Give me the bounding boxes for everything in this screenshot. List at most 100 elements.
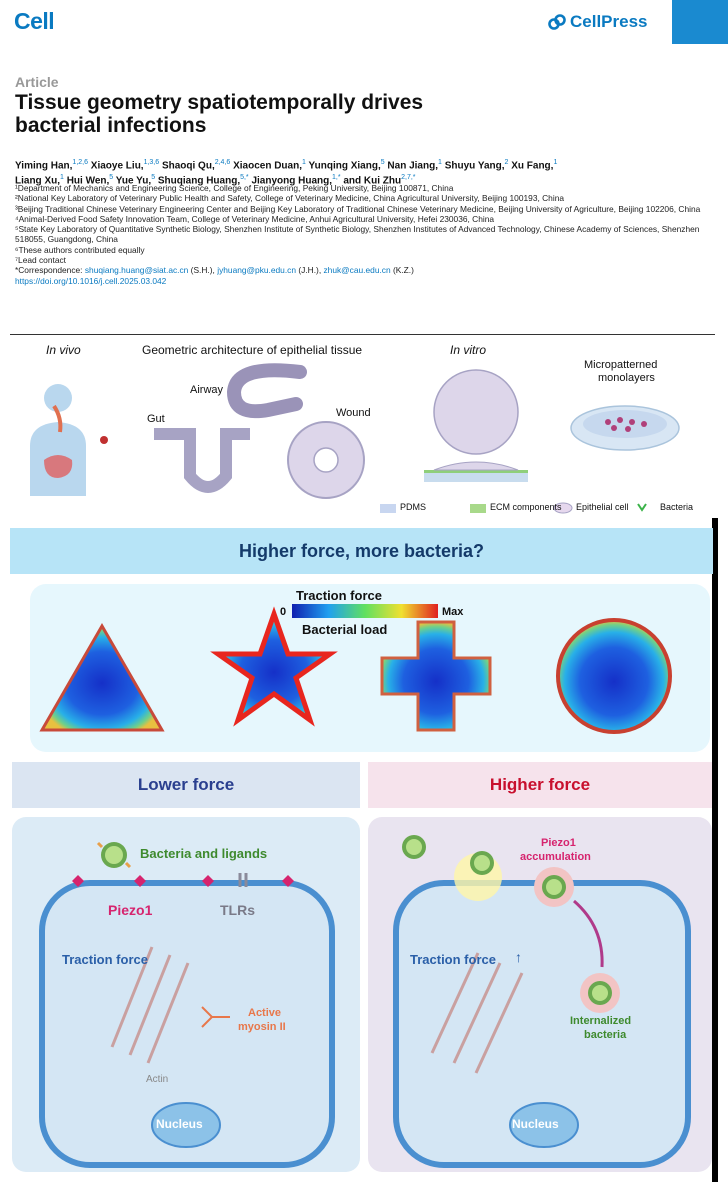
affiliation-item: ³Beijing Traditional Chinese Veterinary … xyxy=(15,203,701,214)
color-scale-bar xyxy=(292,604,438,618)
author-name: Shuqiang Huang, xyxy=(157,175,241,187)
tlr-receptor xyxy=(238,873,248,887)
label-micropatterned: Micropatterned xyxy=(584,359,658,371)
cellpress-icon xyxy=(548,14,566,30)
bacterium-icon-2 xyxy=(470,851,494,875)
nucleus-right-label: Nucleus xyxy=(512,1117,559,1131)
label-monolayers: monolayers xyxy=(598,372,655,384)
question-banner: Higher force, more bacteria? xyxy=(10,528,713,574)
affiliation-item: ⁶These authors contributed equally xyxy=(15,244,145,255)
author-affiliation-sup: 1,* xyxy=(332,174,341,182)
bacterial-load-label: Bacterial load xyxy=(302,622,388,637)
scale-max: Max xyxy=(442,606,464,618)
email-note-1: (S.H.), xyxy=(188,265,218,276)
correspondence-label: *Correspondence: xyxy=(15,265,85,276)
author-affiliation-sup: 5 xyxy=(380,159,385,166)
author-affiliation-sup: 1 xyxy=(301,159,306,166)
circle-shape xyxy=(556,618,672,734)
legend-pdms: PDMS xyxy=(400,502,427,512)
author-line-1: Yiming Han,1,2,6 Xiaoye Liu,1,3,6 Shaoqi… xyxy=(15,157,715,172)
higher-force-header: Higher force xyxy=(368,762,712,808)
right-edge-bar xyxy=(712,518,718,1182)
email-note-2: (J.H.), xyxy=(296,265,324,276)
actin-label: Actin xyxy=(146,1074,169,1085)
traction-force-shapes xyxy=(39,604,672,734)
traction-force-label: Traction force xyxy=(296,588,382,603)
piezo1-channels-left xyxy=(72,875,294,887)
publisher-logo[interactable]: CellPress xyxy=(548,12,648,32)
author-affiliation-sup: 5 xyxy=(109,174,114,182)
author-name: Nan Jiang, xyxy=(387,160,438,172)
traction-force-right-label: Traction force xyxy=(410,952,496,967)
affiliation-item: ⁷Lead contact xyxy=(15,255,66,266)
cross-shape xyxy=(380,620,492,732)
bacterium-icon xyxy=(96,841,132,869)
author-name: and Kui Zhu xyxy=(343,175,402,187)
higher-force-cell-diagram xyxy=(393,835,691,1168)
nucleus-left xyxy=(151,1102,221,1148)
nucleus-left-label: Nucleus xyxy=(156,1117,203,1131)
article-type: Article xyxy=(15,74,59,90)
author-name: Yue Yu, xyxy=(115,175,152,187)
label-in-vitro: In vitro xyxy=(450,343,487,357)
triangle-shape xyxy=(39,622,165,732)
email-link-2[interactable]: jyhuang@pku.edu.cn xyxy=(217,265,297,276)
label-wound: Wound xyxy=(336,407,371,419)
bacterium-icon-1 xyxy=(402,835,426,859)
doi-link[interactable]: https://doi.org/10.1016/j.cell.2025.03.0… xyxy=(15,275,167,286)
author-name: Shaoqi Qu, xyxy=(161,160,215,172)
author-affiliation-sup: 1 xyxy=(438,159,442,166)
author-name: Yunqing Xiang, xyxy=(308,160,381,172)
gut-crypt xyxy=(154,428,250,493)
legend-ecm: ECM components xyxy=(490,502,562,512)
author-name: Xu Fang, xyxy=(511,160,554,172)
lower-force-cell-diagram xyxy=(39,841,335,1168)
internalized-label-2: bacteria xyxy=(584,1029,627,1041)
traction-force-left-label: Traction force xyxy=(62,952,148,967)
star-shape xyxy=(210,606,338,727)
email-link-1[interactable]: shuqiang.huang@siat.ac.cn xyxy=(84,265,189,276)
cell-membrane-left xyxy=(39,880,335,1168)
author-name: Jianyong Huang, xyxy=(251,175,332,187)
internalized-label-1: Internalized xyxy=(570,1015,632,1027)
internalized-bacterium-icon xyxy=(580,973,620,1013)
author-affiliation-sup: 5 xyxy=(151,174,156,182)
up-arrow-icon: ↑ xyxy=(515,949,522,965)
affiliation-item: ⁴Animal-Derived Food Safety Innovation T… xyxy=(15,213,495,224)
actin-filaments-left xyxy=(110,946,190,1064)
active-label: Active xyxy=(248,1007,282,1019)
affiliation-item: ⁵State Key Laboratory of Quantitative Sy… xyxy=(15,224,700,245)
in-vitro-island xyxy=(433,369,519,455)
author-name: Liang Xu, xyxy=(15,175,60,187)
author-affiliation-sup: 1 xyxy=(60,174,64,182)
label-gut: Gut xyxy=(147,413,165,425)
publisher-name: CellPress xyxy=(570,12,648,31)
correspondence: *Correspondence: shuqiang.huang@siat.ac.… xyxy=(15,265,710,275)
author-affiliation-sup: 2,4,6 xyxy=(214,159,231,166)
affiliation-item: ¹Department of Mechanics and Engineering… xyxy=(15,183,454,193)
airway-tube xyxy=(226,363,307,419)
author-list: Yiming Han,1,2,6 Xiaoye Liu,1,3,6 Shaoqi… xyxy=(15,157,715,188)
author-affiliation-sup: 1 xyxy=(553,159,558,166)
author-name: Xiaocen Duan, xyxy=(233,160,302,172)
tlrs-label: TLRs xyxy=(220,902,255,918)
piezo1-accumulation-label-1: Piezo1 xyxy=(541,837,576,849)
myosin-label: myosin II xyxy=(238,1021,286,1033)
affiliation-item: ²National Key Laboratory of Veterinary P… xyxy=(15,193,565,204)
piezo1-label: Piezo1 xyxy=(108,902,153,918)
journal-logo[interactable]: Cell xyxy=(14,8,55,34)
figure-in-vivo-in-vitro xyxy=(10,336,715,518)
label-airway: Airway xyxy=(190,384,224,396)
author-name: Hui Wen, xyxy=(66,175,110,187)
article-title: Tissue geometry spatiotemporally drives … xyxy=(15,91,635,137)
email-note-3: (K.Z.) xyxy=(390,265,414,276)
email-link-3[interactable]: zhuk@cau.edu.cn xyxy=(323,265,391,276)
author-name: Shuyu Yang, xyxy=(444,160,505,172)
scale-min: 0 xyxy=(280,606,287,618)
nucleus-right xyxy=(509,1102,579,1148)
uptake-arrow xyxy=(573,899,604,968)
bacteria-ligands-label: Bacteria and ligands xyxy=(140,846,268,861)
myosin-icon xyxy=(201,1006,230,1028)
author-affiliation-sup: 1,2,6 xyxy=(72,159,88,166)
affiliations: ¹Department of Mechanics and Engineering… xyxy=(15,183,710,286)
